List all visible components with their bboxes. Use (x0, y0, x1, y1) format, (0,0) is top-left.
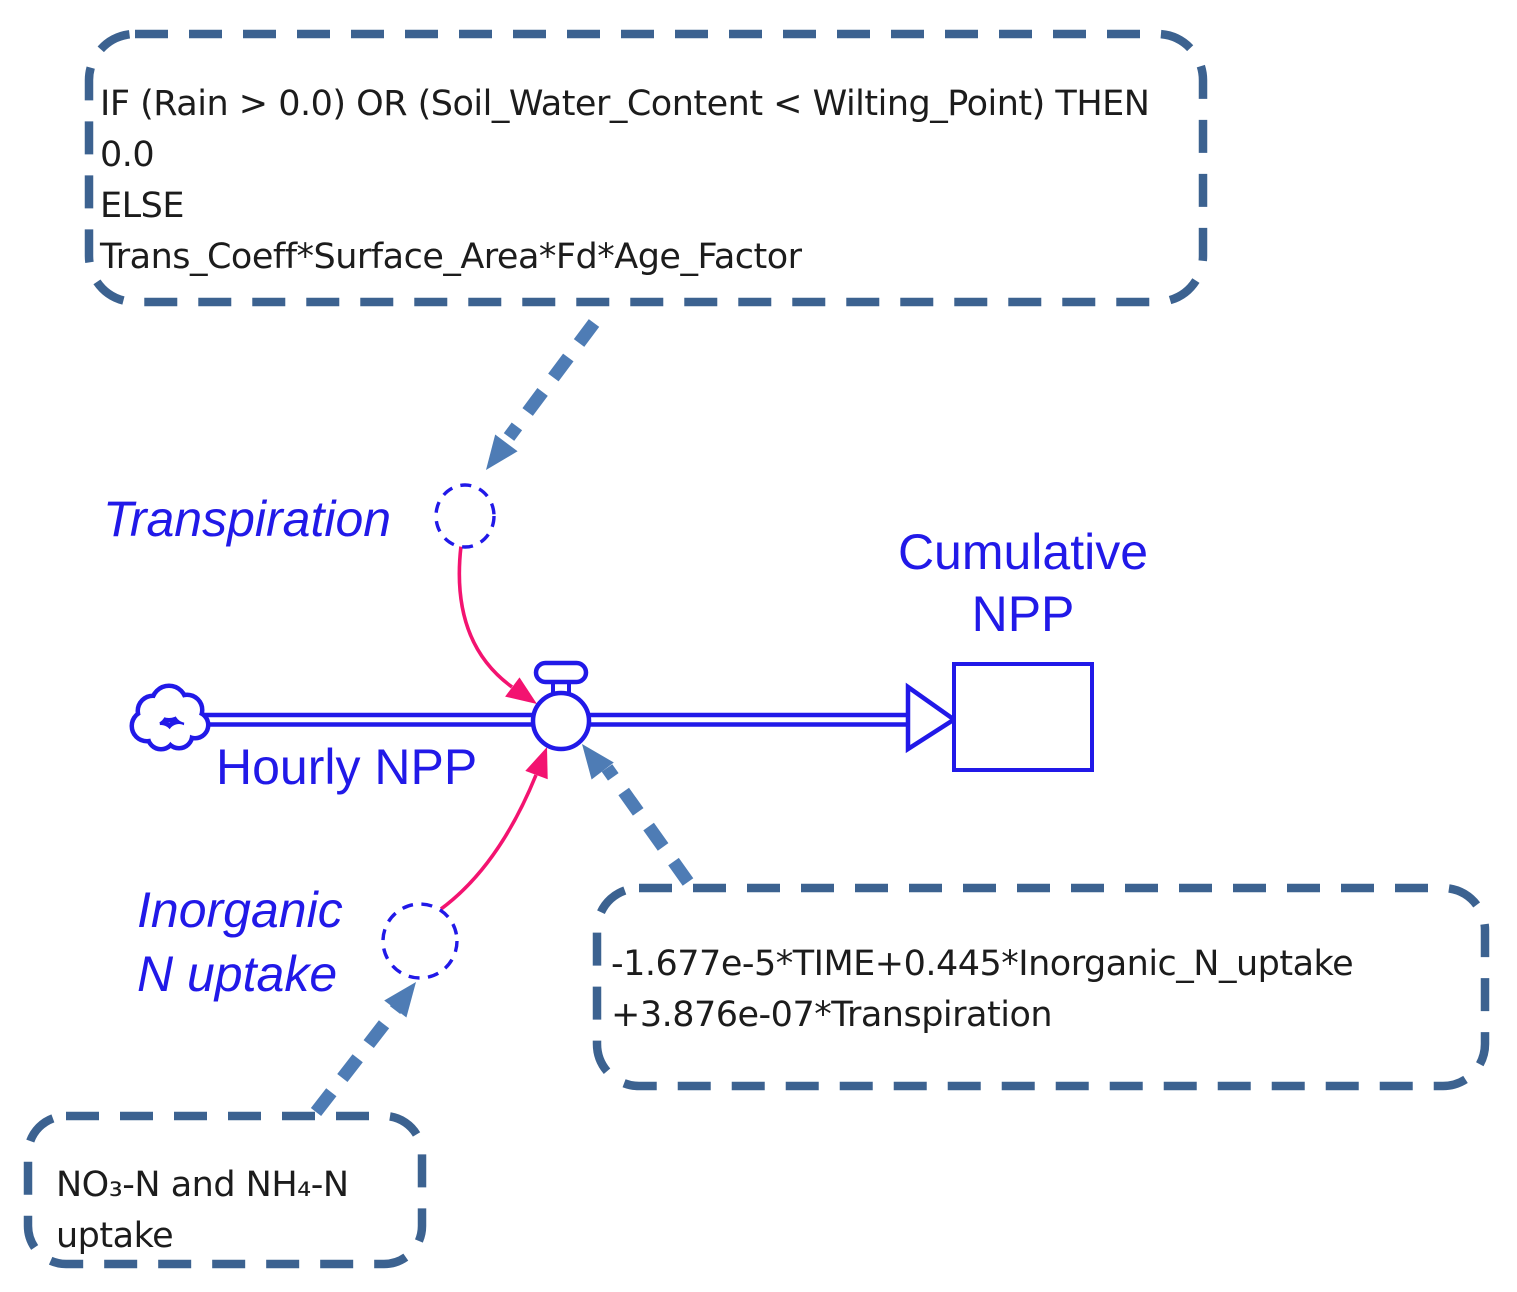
connector-transpiration-to-flow (457, 545, 537, 704)
callout-box-n-uptake-note (23, 1111, 427, 1269)
callout-arrow-equation-to-valve (582, 744, 694, 886)
converter-inorganic-n-uptake[interactable] (381, 902, 459, 980)
connector-arrowhead-icon (525, 747, 548, 780)
flow-arrowhead-icon (905, 682, 959, 754)
valve-handle (533, 660, 589, 685)
flow-valve-icon[interactable] (530, 660, 592, 752)
callout-box-hourly-npp-equation (592, 883, 1490, 1091)
connector-curve (439, 774, 538, 911)
equation-line: +3.876e-07*Transpiration (611, 995, 1053, 1035)
callout-arrowhead-icon (486, 434, 518, 470)
n-uptake-note-text: NO₃-N and NH₄-N uptake (56, 1160, 349, 1262)
inorganic-label-line2: N uptake (137, 946, 338, 1002)
callout-arrow-shaft (601, 764, 694, 886)
cumulative-npp-label-line1: Cumulative (897, 524, 1149, 580)
cloud-source-icon[interactable] (129, 683, 211, 752)
equation-line: ELSE (100, 186, 184, 226)
callout-arrow-equation-to-transpiration (486, 319, 600, 470)
transpiration-equation-text: IF (Rain > 0.0) OR (Soil_Water_Content <… (100, 79, 1150, 283)
connector-arrowhead-icon (505, 677, 537, 704)
inorganic-label-line1: Inorganic (137, 882, 343, 938)
note-line: uptake (56, 1216, 174, 1256)
equation-line: Trans_Coeff*Surface_Area*Fd*Age_Factor (100, 237, 802, 277)
transpiration-label[interactable]: Transpiration (103, 491, 392, 547)
note-line: NO₃-N and NH₄-N (56, 1165, 349, 1205)
callout-box-transpiration-equation (84, 29, 1208, 307)
equation-line: -1.677e-5*TIME+0.445*Inorganic_N_uptake (611, 944, 1354, 984)
inorganic-n-uptake-label[interactable]: Inorganic N uptake (137, 878, 343, 1006)
stock-box-cumulative-npp[interactable] (952, 662, 1094, 772)
connector-curve (457, 545, 514, 689)
callout-arrowhead-icon (582, 744, 614, 780)
cumulative-npp-label[interactable]: Cumulative NPP (893, 521, 1153, 645)
equation-line: IF (Rain > 0.0) OR (Soil_Water_Content <… (100, 84, 1150, 124)
hourly-npp-equation-text: -1.677e-5*TIME+0.445*Inorganic_N_uptake … (611, 939, 1354, 1041)
equation-line: 0.0 (100, 135, 155, 175)
cumulative-npp-label-line2: NPP (971, 586, 1075, 642)
hourly-npp-label[interactable]: Hourly NPP (216, 739, 478, 795)
callout-arrowhead-icon (384, 982, 416, 1018)
callout-arrow-shaft (310, 1001, 405, 1116)
callout-arrow-shaft (503, 319, 600, 441)
converter-transpiration[interactable] (434, 483, 496, 549)
valve-body (530, 690, 592, 752)
cloud-body (134, 688, 206, 747)
connector-inorganic-to-flow (439, 747, 548, 911)
callout-arrow-note-to-inorganic (310, 982, 416, 1116)
